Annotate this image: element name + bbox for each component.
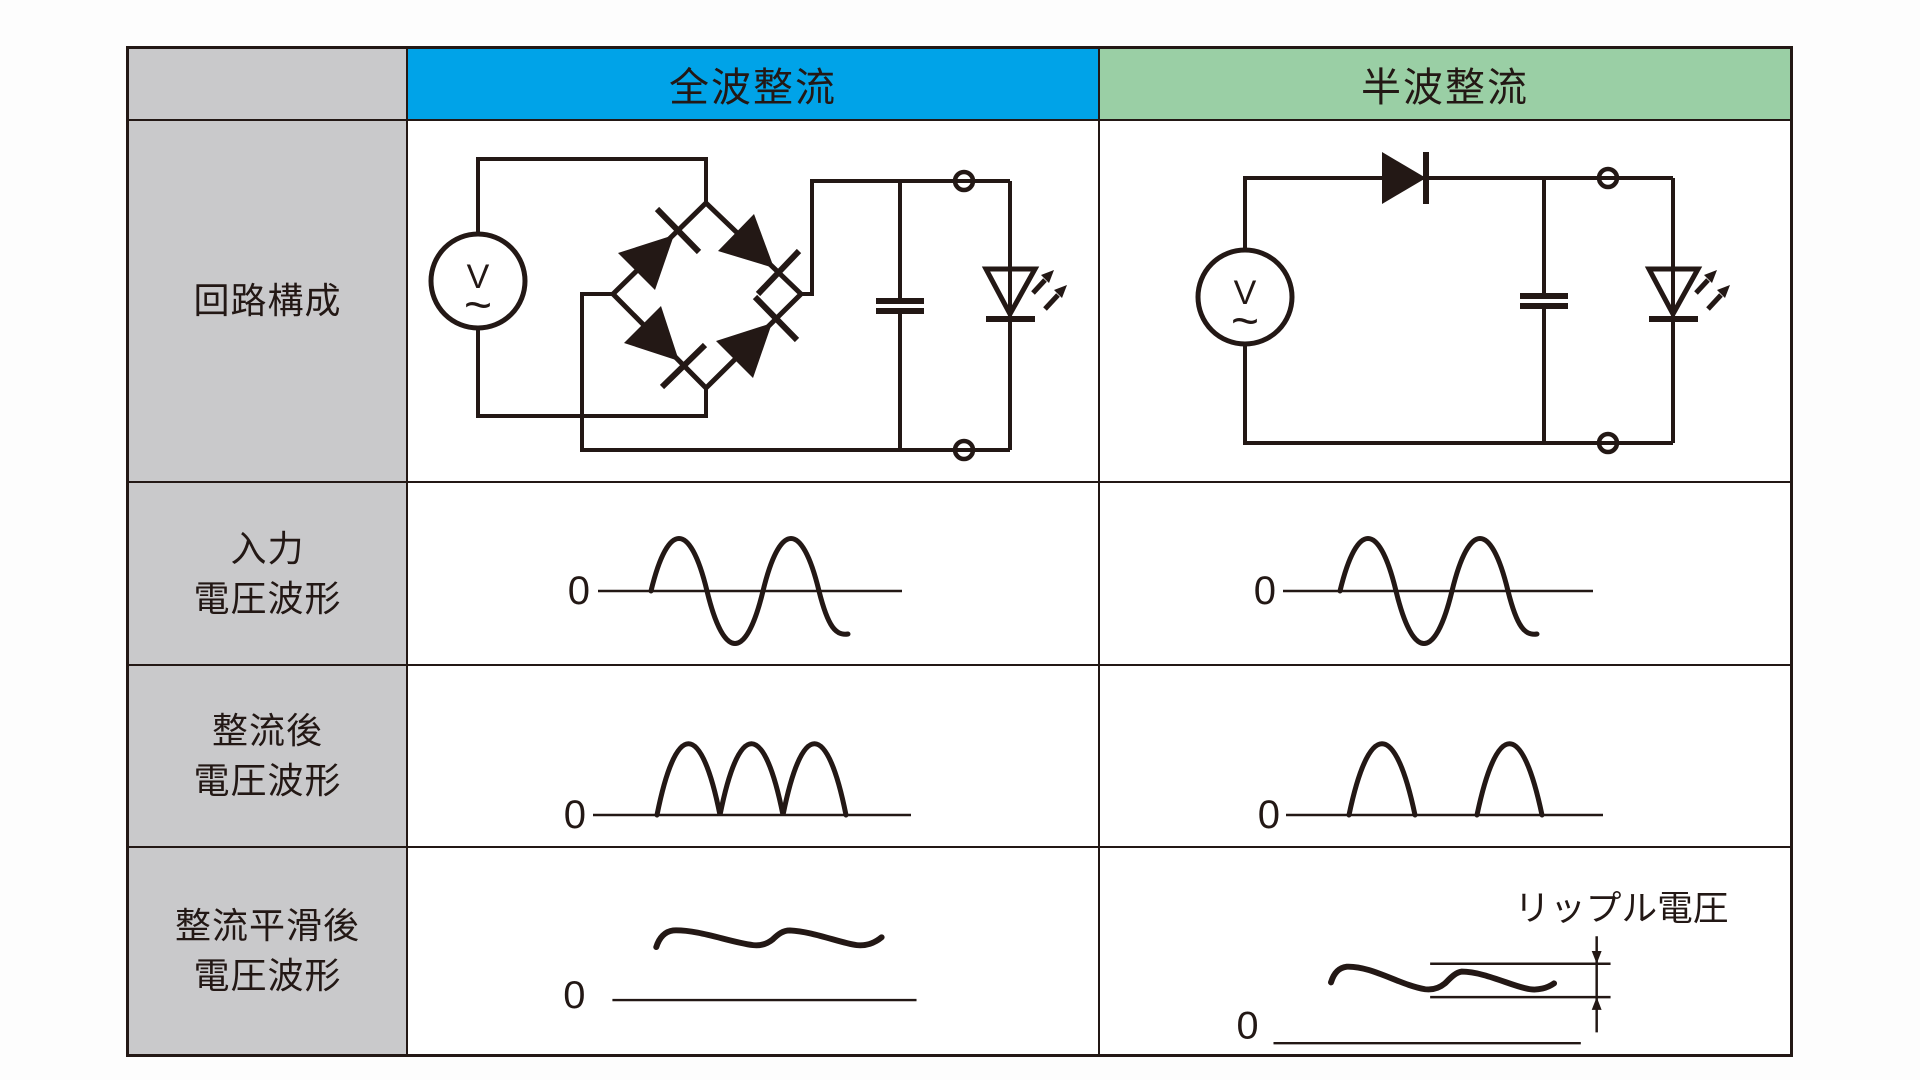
wires: [1243, 176, 1675, 445]
ac-source-icon: V ~: [428, 231, 528, 332]
row-label-smoothed-line2: 電圧波形: [193, 955, 342, 996]
fullwave-rectified-wave-cell: 0: [408, 666, 1100, 848]
header-fullwave-cell: 全波整流: [408, 49, 1100, 121]
smoothed-wave: [1328, 963, 1558, 993]
zero-label: 0: [564, 793, 586, 837]
row-label-circuit-text: 回路構成: [193, 280, 342, 322]
row-label-input: 入力 電圧波形: [129, 483, 408, 666]
halfwave-smoothed-wave-cell: リップル電圧 0: [1100, 848, 1790, 1054]
sine-wave: [1337, 536, 1540, 646]
sine-wave-figure: 0: [568, 536, 902, 646]
capacitor-icon: [876, 298, 924, 314]
header-fullwave-label: 全波整流: [669, 66, 837, 110]
svg-text:~: ~: [464, 279, 492, 332]
led-icon: [1644, 266, 1730, 322]
row-label-rectified-line1: 整流後: [211, 710, 323, 752]
output-terminal-bottom-icon: [952, 438, 976, 462]
smoothed-wave-figure: 0: [563, 927, 917, 1017]
rectified-wave-figure: 0: [1258, 741, 1603, 837]
fullwave-rectified-wave: [654, 741, 849, 818]
capacitor-icon: [1520, 293, 1568, 309]
row-label-smoothed: 整流平滑後 電圧波形: [129, 848, 408, 1054]
rectified-wave-figure: 0: [564, 741, 911, 837]
zero-label: 0: [563, 973, 585, 1017]
fullwave-circuit-diagram: V ~: [428, 157, 1067, 462]
ripple-voltage-label: リップル電圧: [1514, 889, 1728, 929]
ac-source-icon: V ~: [1195, 247, 1295, 348]
halfwave-rectified-wave: [1346, 741, 1545, 818]
row-label-rectified: 整流後 電圧波形: [129, 666, 408, 848]
output-terminal-top-icon: [1596, 166, 1620, 190]
zero-label: 0: [1258, 793, 1280, 837]
fullwave-input-wave-cell: 0: [408, 483, 1100, 666]
header-halfwave-cell: 半波整流: [1100, 49, 1790, 121]
svg-text:V: V: [467, 258, 490, 296]
row-label-circuit: 回路構成: [129, 121, 408, 483]
halfwave-circuit-cell: V ~: [1100, 121, 1790, 483]
row-label-smoothed-line1: 整流平滑後: [174, 905, 360, 947]
header-empty-cell: [129, 49, 408, 121]
smoothed-wave-ripple-figure: リップル電圧 0: [1237, 889, 1729, 1047]
row-label-input-line2: 電圧波形: [193, 577, 342, 619]
svg-text:~: ~: [1231, 295, 1259, 348]
zero-label: 0: [1237, 1003, 1259, 1047]
sine-wave: [648, 536, 851, 646]
svg-text:V: V: [1234, 274, 1257, 312]
zero-label: 0: [1254, 569, 1276, 613]
halfwave-input-wave-cell: 0: [1100, 483, 1790, 666]
fullwave-smoothed-wave-cell: 0: [408, 848, 1100, 1054]
smoothed-wave: [653, 927, 885, 951]
output-terminal-top-icon: [952, 169, 976, 193]
fullwave-circuit-cell: V ~: [408, 121, 1100, 483]
output-terminal-bottom-icon: [1596, 431, 1620, 455]
comparison-table: 全波整流 半波整流 回路構成 V ~: [126, 46, 1793, 1057]
led-icon: [981, 266, 1067, 322]
halfwave-rectified-wave-cell: 0: [1100, 666, 1790, 848]
zero-label: 0: [568, 569, 590, 613]
sine-wave-figure: 0: [1254, 536, 1593, 646]
row-label-rectified-line2: 電圧波形: [193, 760, 342, 801]
bridge-rectifier-icon: [609, 199, 805, 392]
wires: [476, 157, 1012, 452]
dimension-arrow-icon: [1591, 936, 1602, 1033]
header-halfwave-label: 半波整流: [1361, 66, 1529, 110]
halfwave-circuit-diagram: V ~: [1195, 152, 1730, 455]
diode-icon: [1382, 152, 1429, 204]
row-label-input-line1: 入力: [230, 527, 305, 569]
